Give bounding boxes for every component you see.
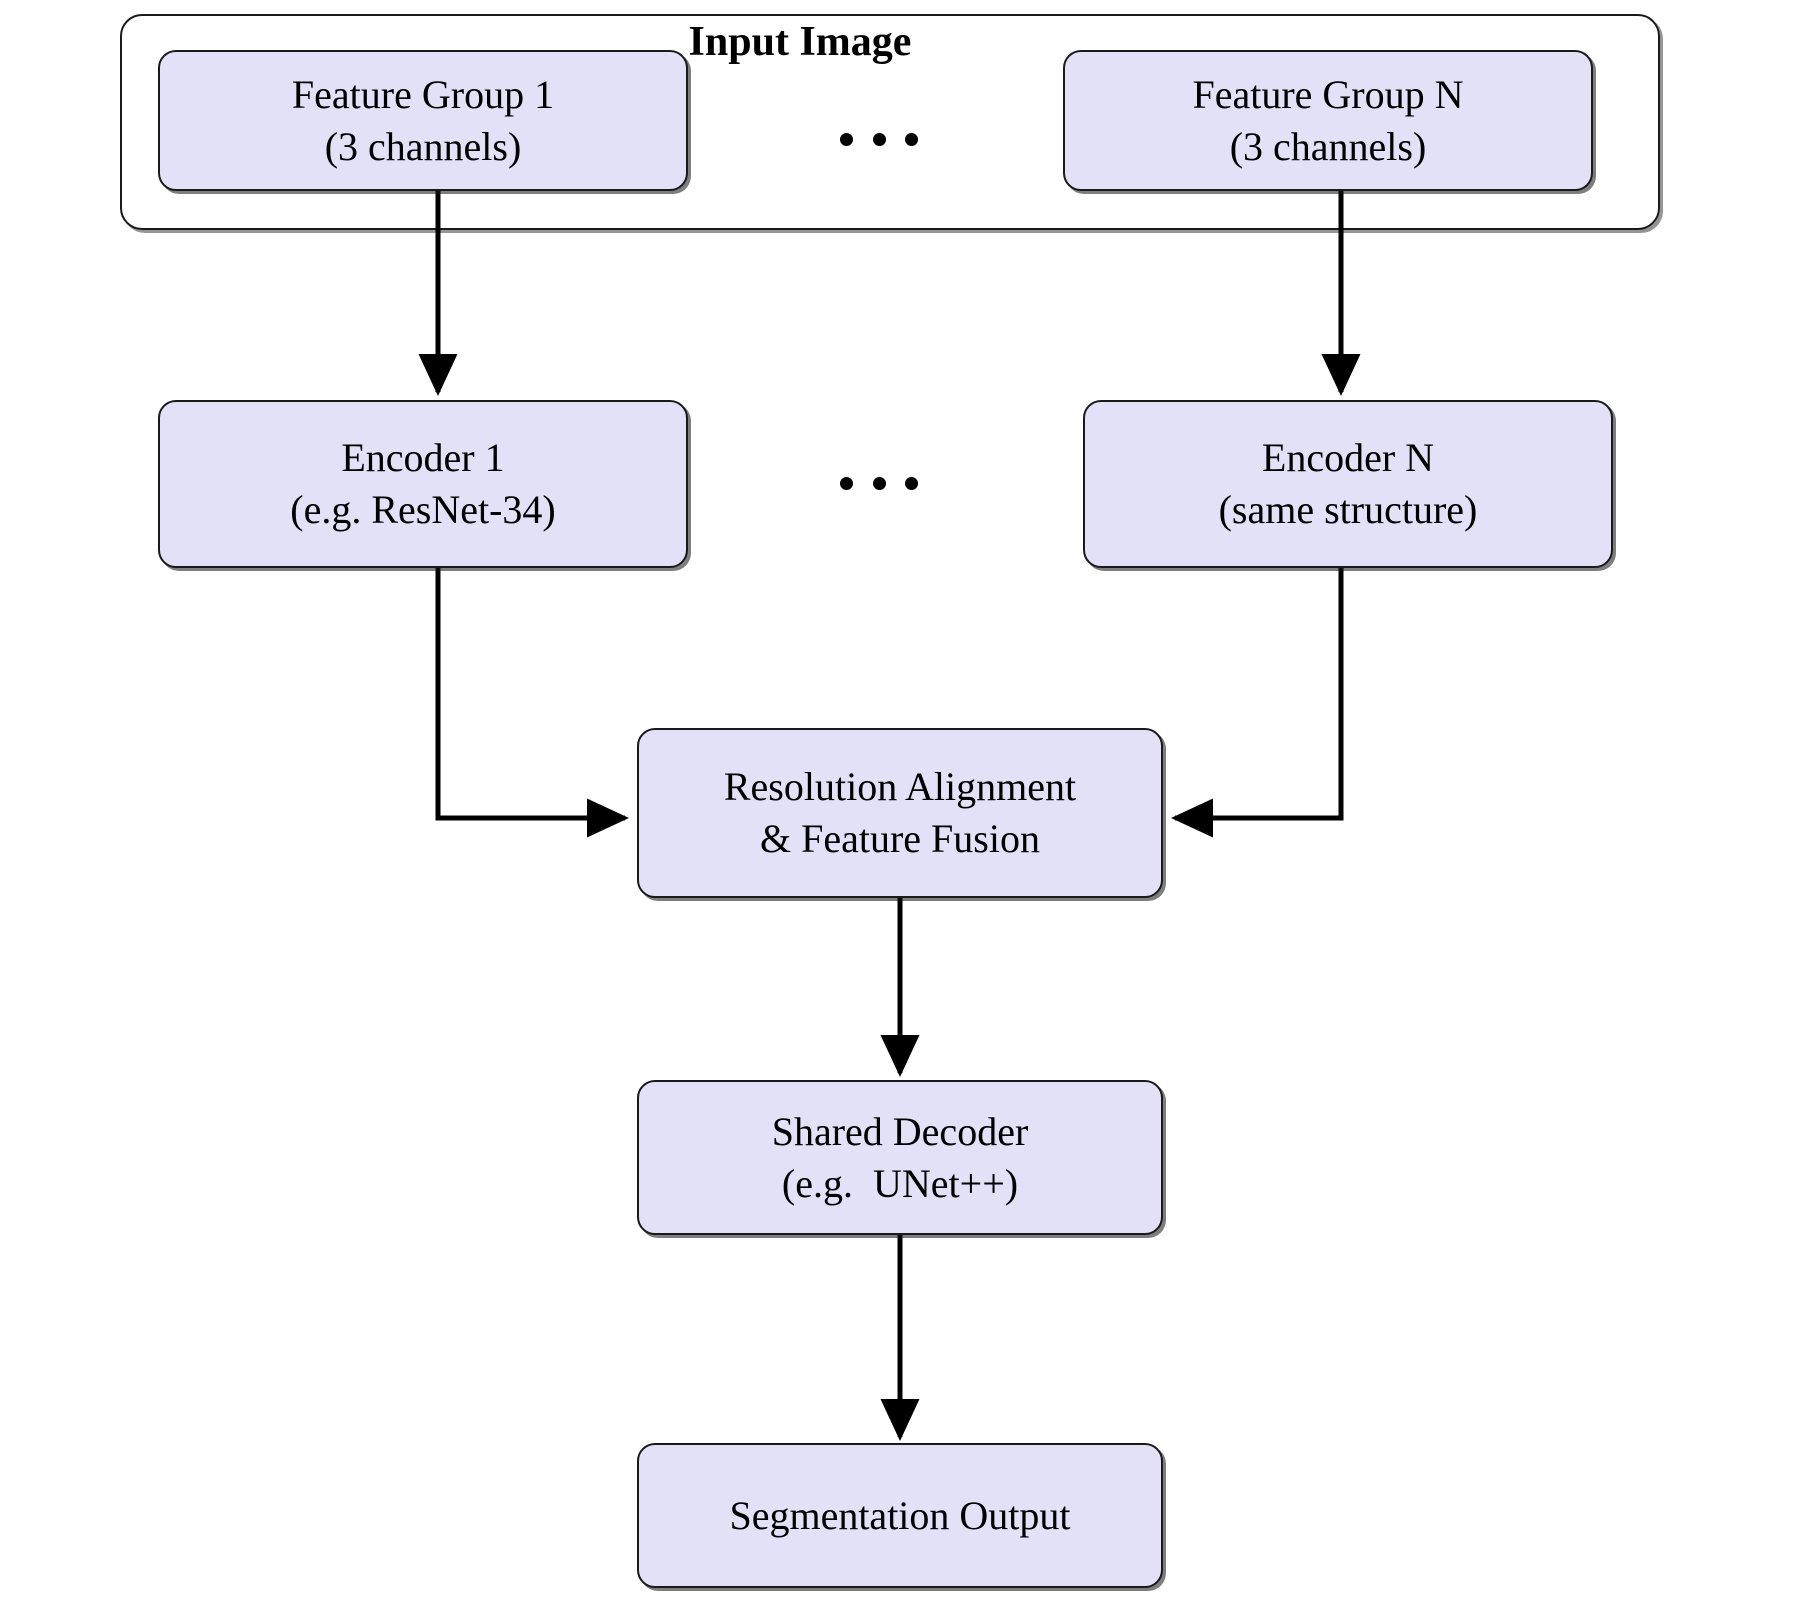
node-encoder-1-line-2: (e.g. ResNet-34) [290,487,556,532]
node-fusion-line-2: & Feature Fusion [760,816,1040,861]
node-resolution-alignment-feature-fusion[interactable]: Resolution Alignment & Feature Fusion [637,728,1163,898]
node-feature-group-1-line-2: (3 channels) [324,123,522,169]
edge-encoder1-to-fusion [435,568,630,838]
ellipsis-dot [840,132,853,146]
node-encoder-1-line-1: Encoder 1 [341,435,505,480]
node-feature-group-1-line-1: Feature Group 1 [291,71,555,117]
node-encoder-n-line-1: Encoder N [1261,435,1435,480]
node-feature-group-n-line-1: Feature Group N [1192,71,1464,117]
ellipsis-dot [905,132,918,146]
node-segmentation-output-line-1: Segmentation Output [729,1492,1071,1538]
ellipsis-dot [872,476,886,490]
node-segmentation-output[interactable]: Segmentation Output [637,1443,1163,1588]
node-encoder-n-line-2: (same structure) [1218,487,1478,532]
ellipsis-feature-groups [840,132,918,146]
node-shared-decoder-line-1: Shared Decoder [771,1108,1029,1154]
ellipsis-dot [872,132,886,146]
ellipsis-dot [840,476,853,490]
node-feature-group-n[interactable]: Feature Group N (3 channels) [1063,50,1593,191]
ellipsis-encoders [840,476,918,490]
node-feature-group-1[interactable]: Feature Group 1 (3 channels) [158,50,688,191]
node-shared-decoder-line-2: (e.g. UNet++) [781,1160,1019,1206]
node-shared-decoder[interactable]: Shared Decoder (e.g. UNet++) [637,1080,1163,1235]
node-encoder-1[interactable]: Encoder 1 (e.g. ResNet-34) [158,400,688,568]
node-feature-group-n-line-2: (3 channels) [1229,123,1427,169]
input-image-group-box [120,14,1660,230]
node-encoder-n[interactable]: Encoder N (same structure) [1083,400,1613,568]
input-image-group-title: Input Image [688,19,912,65]
ellipsis-dot [905,476,918,490]
edge-encodern-to-fusion [1170,568,1344,838]
node-fusion-line-1: Resolution Alignment [723,764,1077,809]
